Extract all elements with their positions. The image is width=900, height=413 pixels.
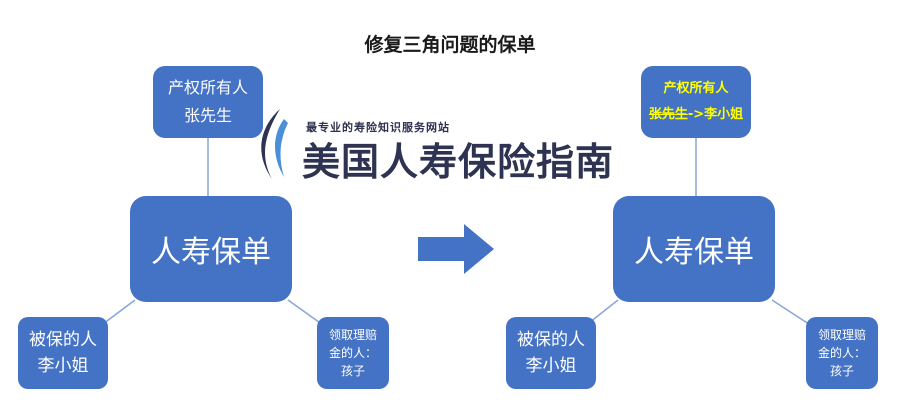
beneficiary-line-3: 孩子 [340, 364, 365, 378]
insured-box-right: 被保的人 李小姐 [506, 317, 596, 389]
owner-label: 产权所有人 [663, 81, 729, 96]
policy-label: 人寿保单 [151, 235, 271, 270]
insured-label: 被保的人 [29, 330, 97, 350]
policy-box-right: 人寿保单 [613, 196, 775, 302]
diagram-title: 修复三角问题的保单 [364, 34, 536, 56]
insured-name: 李小姐 [37, 356, 89, 376]
owner-box-right: 产权所有人 张先生->李小姐 [641, 66, 751, 138]
watermark: 最专业的寿险知识服务网站 美国人寿保险指南 [250, 105, 635, 185]
insured-box-left: 被保的人 李小姐 [18, 317, 108, 389]
beneficiary-line-1: 领取理赔 [328, 328, 377, 342]
right-arrow-icon [418, 224, 494, 274]
owner-name: 张先生 [183, 106, 232, 125]
beneficiary-line-2: 金的人： [328, 346, 377, 360]
watermark-brand: 美国人寿保险指南 [302, 139, 615, 184]
flame-logo-icon [261, 109, 288, 179]
watermark-tagline: 最专业的寿险知识服务网站 [306, 121, 450, 134]
owner-label: 产权所有人 [167, 78, 248, 97]
owner-new-name: ->李小姐 [687, 107, 744, 122]
owner-old-name: 张先生 [648, 107, 688, 122]
beneficiary-box-left: 领取理赔 金的人： 孩子 [317, 317, 389, 389]
beneficiary-line-2: 金的人： [817, 346, 866, 360]
insured-name: 李小姐 [525, 356, 577, 376]
beneficiary-line-1: 领取理赔 [817, 328, 866, 342]
owner-box-left: 产权所有人 张先生 [153, 66, 263, 138]
policy-label: 人寿保单 [634, 235, 754, 270]
beneficiary-line-3: 孩子 [829, 364, 854, 378]
owner-change: 张先生->李小姐 [649, 102, 743, 128]
insured-label: 被保的人 [517, 330, 585, 350]
beneficiary-box-right: 领取理赔 金的人： 孩子 [806, 317, 878, 389]
policy-box-left: 人寿保单 [130, 196, 292, 302]
